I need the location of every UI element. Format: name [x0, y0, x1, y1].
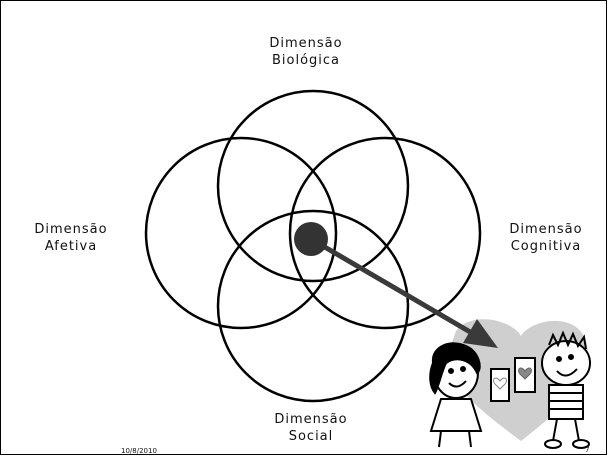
circle-social — [216, 209, 410, 403]
label-dimensao-biologica: Dimensão Biológica — [231, 35, 381, 69]
label-line: Biológica — [271, 53, 341, 68]
center-dot — [294, 222, 328, 256]
label-line: Dimensão — [34, 222, 108, 237]
label-dimensao-cognitiva: Dimensão Cognitiva — [496, 221, 596, 255]
label-line: Dimensão — [274, 412, 348, 427]
boy-figure — [541, 330, 591, 449]
label-line: Social — [288, 429, 334, 444]
arrow-shaft — [309, 236, 479, 339]
slide-date: 10/8/2010 — [121, 447, 157, 455]
label-dimensao-afetiva: Dimensão Afetiva — [21, 221, 121, 255]
heart-card-left — [490, 368, 510, 402]
circle-biologica — [216, 89, 410, 283]
label-line: Dimensão — [509, 222, 583, 237]
circle-cognitiva — [288, 136, 482, 330]
circle-afetiva — [144, 136, 338, 330]
label-line: Dimensão — [269, 36, 343, 51]
slide-number: 7 — [585, 446, 590, 454]
heart-card-right — [514, 357, 536, 393]
label-line: Afetiva — [44, 239, 98, 254]
arrow-head — [463, 319, 498, 348]
label-line: Cognitiva — [510, 239, 582, 254]
label-dimensao-social: Dimensão Social — [236, 411, 386, 445]
girl-figure — [429, 342, 483, 448]
children-with-hearts-clipart — [429, 319, 591, 449]
